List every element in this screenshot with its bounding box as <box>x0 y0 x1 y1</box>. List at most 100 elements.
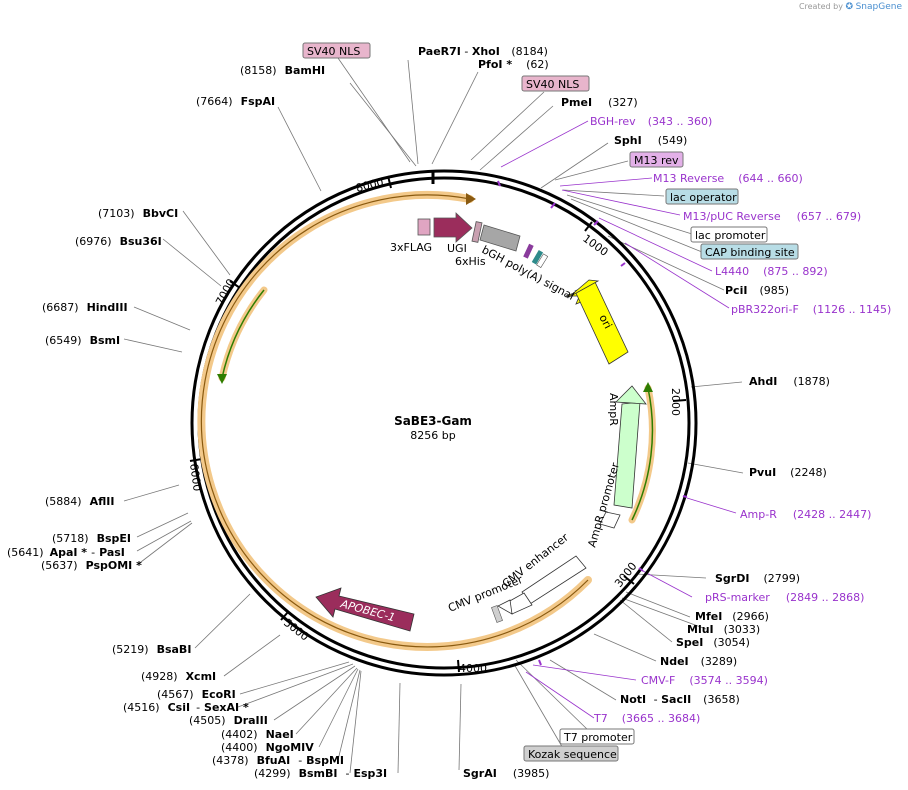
sv40-nls-box-2: SV40 NLS <box>521 75 590 92</box>
lac-promoter-feature <box>536 253 549 268</box>
cap-binding-site-label: CAP binding site <box>705 246 795 259</box>
backbone-outer-ring <box>190 169 698 677</box>
site-ahdi: AhdI(1878) <box>749 375 830 388</box>
snapgene-watermark: Created by ✪ SnapGene <box>799 2 902 12</box>
site-sgrai: SgrAI(3985) <box>463 767 549 780</box>
orf-arc-line <box>200 194 589 648</box>
site-spei: SpeI(3054) <box>676 636 750 649</box>
m13-rev-box: M13 rev <box>629 151 684 168</box>
t7-promoter-box: T7 promoter <box>559 728 635 745</box>
ori-label: ori <box>596 312 614 331</box>
site-bsmbi-esp3i: (4299)BsmBI-Esp3I <box>254 767 387 780</box>
site-aflii: (5884)AflII <box>45 495 114 508</box>
site-pfoi: PfoI *(62) <box>478 58 549 71</box>
site-mfei: MfeI(2966) <box>695 610 769 623</box>
ugi-feature-arrow <box>433 212 473 243</box>
site-bspei: (5718)BspEI <box>52 532 131 545</box>
tick-label-8000: 8000 <box>355 176 385 195</box>
site-bbvci: (7103)BbvCI <box>98 207 178 220</box>
lac-promoter-label: lac promoter <box>695 229 766 242</box>
apobec-label: APOBEC-1 <box>338 597 396 624</box>
site-xcmi: (4928)XcmI <box>141 670 216 683</box>
kozak-feature <box>491 605 503 623</box>
site-bfuai-bspmi: (4378)BfuAI-BspMI <box>212 754 344 767</box>
site-fspai: (7664)FspAI <box>196 95 275 108</box>
primer-m13-reverse: M13 Reverse(644 .. 660) <box>653 172 803 185</box>
primer-cmv-f: CMV-F(3574 .. 3594) <box>641 674 768 687</box>
primer-callout-lines <box>500 120 737 719</box>
site-pmei: PmeI(327) <box>561 96 638 109</box>
site-noti-sacii: NotI - SacII(3658) <box>620 693 740 706</box>
site-ndei: NdeI(3289) <box>660 655 737 668</box>
tick-marks <box>189 175 687 673</box>
lac-promoter-box: lac promoter <box>690 226 768 243</box>
ampr-promoter-feature <box>599 511 621 529</box>
site-pspomi: (5637)PspOMI * <box>41 559 142 572</box>
primer-l4440: L4440(875 .. 892) <box>715 265 828 278</box>
sv40-nls-feature-2 <box>523 243 534 259</box>
primer-prs-marker: pRS-marker(2849 .. 2868) <box>705 591 864 604</box>
watermark-prefix: Created by <box>798 2 843 11</box>
plasmid-length: 8256 bp <box>410 429 455 442</box>
lac-operator-label: lac operator <box>670 191 737 204</box>
bgh-feature <box>479 224 521 252</box>
sv40-nls-label-2: SV40 NLS <box>526 78 579 91</box>
snapgene-logo-icon: ✪ <box>845 2 854 12</box>
site-sphi: SphI(549) <box>614 134 687 147</box>
primer-bgh-rev: BGH-rev(343 .. 360) <box>590 115 712 128</box>
t7-promoter-label: T7 promoter <box>563 731 633 744</box>
site-hindiii: (6687)HindIII <box>42 301 128 314</box>
green-arc-right-arrowhead <box>643 382 653 392</box>
site-bsabi: (5219)BsaBI <box>112 643 191 656</box>
ampr-feature-head <box>615 385 647 405</box>
site-mlui: MluI(3033) <box>687 623 760 636</box>
his-tag-feature <box>471 221 483 243</box>
ampr-label: AmpR <box>607 393 620 426</box>
primer-t7: T7(3665 .. 3684) <box>593 712 700 725</box>
sv40-nls-label-1: SV40 NLS <box>307 45 360 58</box>
tick-label-4000: 4000 <box>459 662 487 675</box>
site-ecori: (4567)EcoRI <box>157 688 236 701</box>
callout-lines <box>123 59 744 774</box>
ugi-label: UGI <box>447 242 467 255</box>
green-arc-left-line <box>221 289 265 379</box>
sv40-nls-box-1: SV40 NLS <box>302 42 371 59</box>
site-paer7i-xhoi: PaeR7I - XhoI (8184) <box>418 45 548 58</box>
primer-marks <box>497 180 688 666</box>
kozak-sequence-box: Kozak sequence <box>523 745 619 762</box>
site-naei: (4402)NaeI <box>221 728 294 741</box>
tick-label-6000: 6000 <box>187 463 204 493</box>
ori-feature-head <box>568 279 600 298</box>
site-bsmi: (6549)BsmI <box>45 334 120 347</box>
lac-operator-box: lac operator <box>665 188 739 205</box>
primer-pbr322ori-f: pBR322ori-F(1126 .. 1145) <box>731 303 891 316</box>
lac-operator-feature <box>531 249 544 265</box>
primer-m13-puc-reverse: M13/pUC Reverse(657 .. 679) <box>683 210 861 223</box>
kozak-sequence-label: Kozak sequence <box>528 748 617 761</box>
green-arc-right-line <box>631 387 654 521</box>
tick-label-2000: 2000 <box>669 388 682 416</box>
tick-label-1000: 1000 <box>580 232 610 259</box>
orf-arc-arrowhead <box>466 193 476 205</box>
site-draiii: (4505)DraIII <box>189 714 268 727</box>
watermark-brand: SnapGene <box>855 2 902 12</box>
site-bamhi: (8158)BamHI <box>240 64 325 77</box>
cap-binding-site-box: CAP binding site <box>700 243 799 260</box>
site-bsu36i: (6976)Bsu36I <box>75 235 162 248</box>
green-arc-left-arrowhead <box>217 374 227 384</box>
apobec-feature-arrow <box>315 587 415 632</box>
green-arc-left <box>218 286 268 382</box>
site-ngomiv: (4400)NgoMIV <box>221 741 314 754</box>
flag-label: 3xFLAG <box>390 241 432 254</box>
site-apai-pasi: (5641)ApaI *-PasI <box>7 546 125 559</box>
site-pcii: PciI(985) <box>725 284 789 297</box>
feature-callout-lines <box>337 57 703 751</box>
site-csii-sexai: (4516)CsiI-SexAI * <box>123 701 249 714</box>
his-label: 6xHis <box>455 255 486 268</box>
cmv-promoter-arrowhead <box>497 599 513 615</box>
plasmid-name: SaBE3-Gam <box>394 414 472 428</box>
site-pvui: PvuI(2248) <box>749 466 827 479</box>
site-sgrdi: SgrDI(2799) <box>715 572 800 585</box>
flag-feature <box>417 218 431 236</box>
